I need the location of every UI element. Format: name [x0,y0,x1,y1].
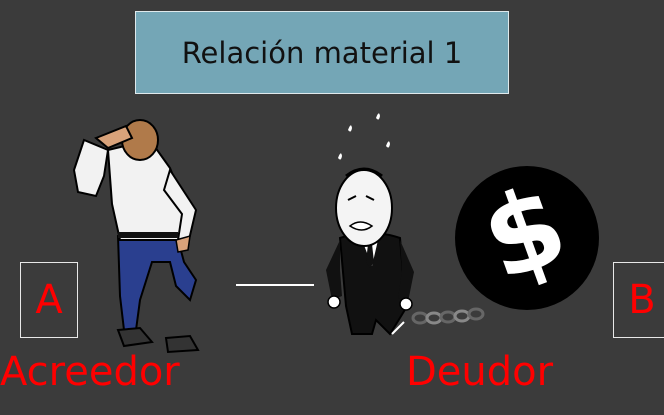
debtor-letter: B [628,277,656,323]
debtor-man-icon [326,113,414,336]
debtor-label: Deudor [406,349,554,395]
creditor-letter-box: A [20,262,78,338]
debtor-letter-box: B [613,262,664,338]
slide-title-text: Relación material 1 [181,35,463,70]
creditor-letter: A [35,277,63,323]
creditor-label: Acreedor [0,349,180,395]
slide-title: Relación material 1 [135,11,509,94]
worried-man-icon [72,119,200,354]
ball-and-chain-icon [411,166,599,325]
